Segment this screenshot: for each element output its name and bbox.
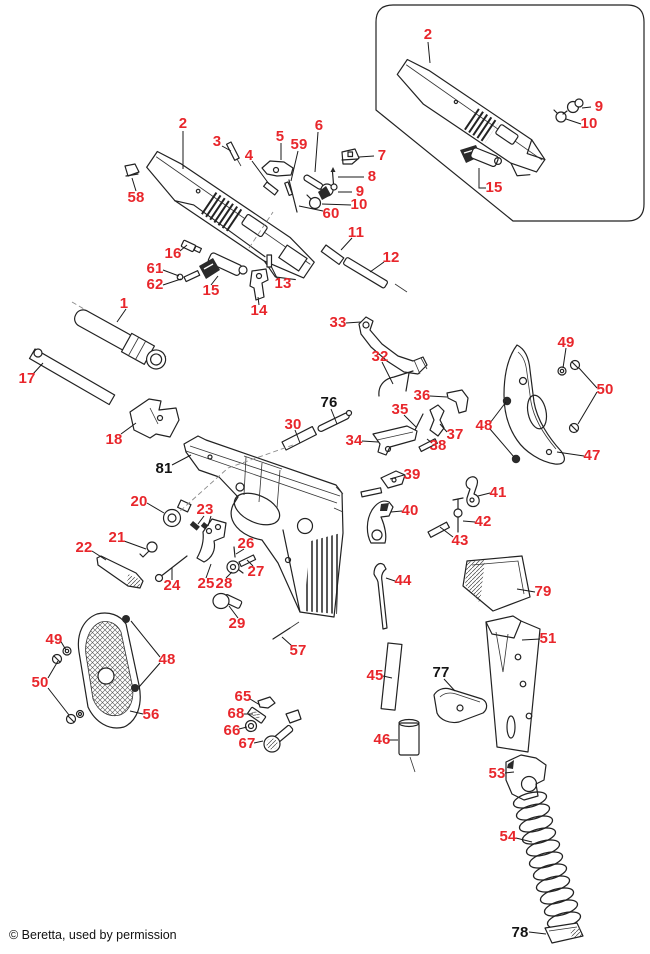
part-40-hammer bbox=[366, 500, 394, 544]
part-57-pin bbox=[272, 621, 300, 640]
part-67-lever bbox=[263, 709, 302, 753]
part-45-spring bbox=[380, 642, 403, 711]
part-27-spring bbox=[238, 554, 257, 568]
part-slide-main bbox=[146, 150, 315, 281]
part-66-ring bbox=[244, 719, 258, 733]
part-25-trigger bbox=[196, 518, 227, 563]
part-20-takedown-button bbox=[162, 499, 192, 528]
part-78-magazine-insert bbox=[544, 922, 584, 944]
part-7-rear-sight bbox=[341, 148, 360, 165]
part-26-pin bbox=[233, 546, 236, 558]
part-5-extractor bbox=[261, 160, 294, 177]
part-49-washer-right bbox=[557, 366, 567, 376]
part-front-sight bbox=[124, 163, 140, 177]
part-50-screws-right bbox=[568, 359, 581, 434]
part-15-safety-assembly bbox=[199, 252, 248, 279]
part-9-safety bbox=[318, 183, 338, 200]
part-48-bushings-left bbox=[122, 615, 139, 692]
part-14-ejector bbox=[249, 268, 269, 301]
leader-lines bbox=[32, 41, 598, 935]
part-24-screw bbox=[154, 555, 188, 583]
part-29-plunger-button bbox=[212, 592, 243, 610]
part-30-spring bbox=[281, 425, 317, 451]
part-60-spring-wire bbox=[288, 179, 298, 213]
part-38-spring bbox=[418, 438, 438, 453]
part-32-spring-wire bbox=[378, 370, 414, 397]
part-28-knurled-nut bbox=[226, 560, 244, 574]
part-43-spring bbox=[427, 521, 450, 538]
part-54-magazine-spring bbox=[512, 791, 582, 929]
part-47-grip-panel-right bbox=[503, 344, 565, 465]
part-4-spring bbox=[263, 181, 279, 196]
part-33-slide-catch bbox=[358, 316, 428, 375]
part-takedown-lever-inset bbox=[460, 145, 503, 168]
part-ring-inset bbox=[553, 109, 567, 123]
part-41-lever bbox=[465, 476, 480, 508]
part-12-firing-pin bbox=[343, 257, 408, 293]
part-safety-inset bbox=[562, 98, 584, 115]
part-76-plunger bbox=[317, 409, 353, 432]
part-8-pin bbox=[330, 167, 336, 185]
part-3-pin-spring bbox=[225, 141, 242, 167]
part-37-catch bbox=[429, 404, 445, 437]
part-39-sear bbox=[360, 470, 406, 498]
part-65-detent bbox=[257, 696, 276, 709]
part-21-spring bbox=[139, 541, 158, 558]
part-77-floorplate bbox=[433, 687, 488, 724]
inset-box bbox=[375, 4, 645, 222]
part-56-grip-panel-left bbox=[77, 612, 141, 729]
part-11-spring bbox=[320, 244, 345, 266]
part-79-grip-cap bbox=[462, 555, 531, 612]
part-35-pin bbox=[414, 413, 424, 431]
part-22-mag-release bbox=[96, 555, 144, 589]
part-46-spring-cap bbox=[398, 718, 420, 773]
part-10-ring bbox=[306, 194, 322, 210]
part-17-recoil-spring bbox=[28, 348, 116, 406]
part-36-spring bbox=[446, 389, 469, 414]
part-1-barrel bbox=[71, 301, 169, 370]
part-59-pin bbox=[284, 181, 294, 197]
part-50-screws-left bbox=[51, 653, 77, 725]
part-34-trigger-bar bbox=[372, 425, 418, 456]
part-51-magazine-body bbox=[485, 615, 541, 753]
part-16-plunger bbox=[180, 239, 203, 254]
part-62-spring bbox=[183, 270, 201, 283]
alignment-lines bbox=[178, 211, 294, 513]
part-18-locking-block bbox=[129, 398, 180, 439]
part-44-hammer-strut bbox=[373, 563, 388, 630]
part-53-follower bbox=[505, 754, 547, 801]
part-42-plunger-pin bbox=[452, 497, 464, 533]
part-13-pin bbox=[266, 254, 273, 268]
part-6-pin bbox=[303, 174, 324, 190]
part-68-knurled-pin bbox=[247, 706, 267, 724]
part-slide-inset bbox=[396, 58, 546, 177]
part-81-frame bbox=[183, 435, 344, 618]
copyright-note: © Beretta, used by permission bbox=[9, 928, 177, 942]
